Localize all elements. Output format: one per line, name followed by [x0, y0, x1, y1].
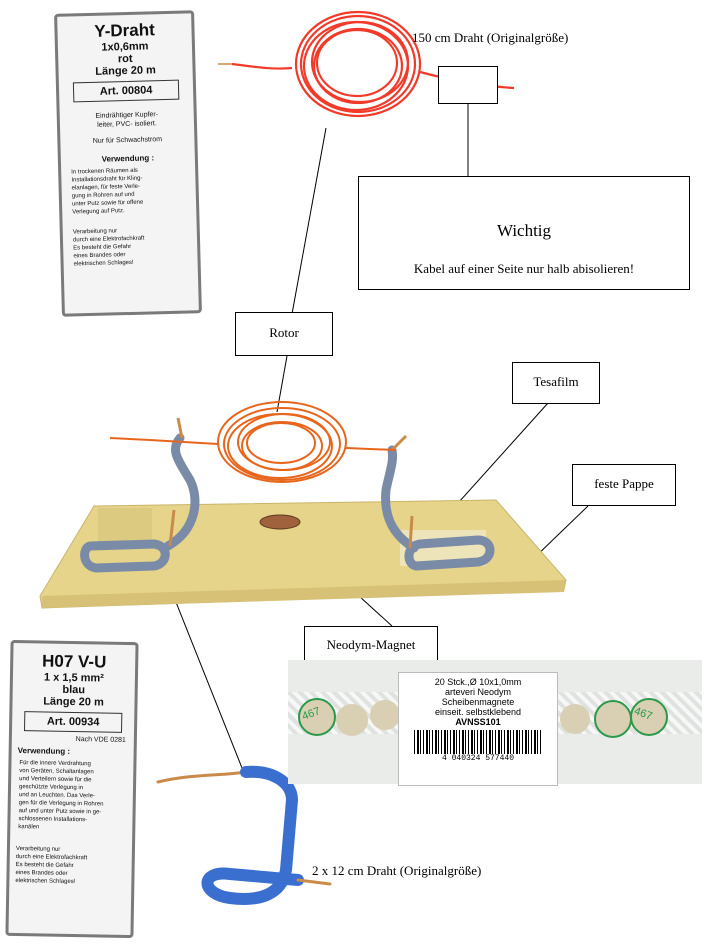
rotor-label-box: Rotor: [235, 312, 333, 356]
wichtig-box: Wichtig Kabel auf einer Seite nur halb a…: [358, 176, 690, 290]
small-highlight-box: [438, 66, 498, 104]
rotor-coil: [109, 401, 397, 483]
blue-short-wire: [156, 765, 332, 905]
magnet-label-box: Neodym-Magnet: [304, 626, 438, 666]
right-support-pin: [408, 515, 414, 549]
tesafilm-label-box: Tesafilm: [512, 362, 600, 404]
cardboard-label: feste Pappe: [594, 476, 654, 491]
left-wire-support: [80, 433, 200, 573]
magnet-pack: 467 467 20 Stck.,Ø 10x1,0mm arteveri Neo…: [288, 660, 702, 786]
wichtig-note: Kabel auf einer Seite nur halb abisolier…: [413, 261, 635, 276]
magnet-disc: [560, 704, 590, 734]
rotor-label: Rotor: [269, 325, 299, 340]
magnet-disc: [370, 700, 400, 730]
magnet-disc: [630, 698, 668, 736]
leader-rotor-to-coil: [291, 127, 327, 315]
left-support-bare-end: [176, 417, 184, 439]
leader-rotor-down: [276, 355, 288, 413]
magnet-disc: [336, 704, 368, 736]
label-12cm-wire: 2 x 12 cm Draht (Originalgröße): [312, 863, 482, 878]
pack-line-4: einseit. selbstklebend: [434, 707, 522, 717]
pack-line-5: AVNSS101: [455, 717, 501, 727]
right-support-bare-end: [390, 434, 408, 452]
magnet-label: Neodym-Magnet: [326, 637, 416, 652]
barcode: [414, 730, 542, 754]
tesafilm-label: Tesafilm: [533, 374, 579, 389]
left-support-pin: [168, 509, 176, 547]
cardboard-label-box: feste Pappe: [572, 464, 676, 506]
cardboard-edge: [42, 580, 566, 608]
pack-line-3: Scheibenmagnete: [441, 697, 515, 707]
wichtig-heading: Wichtig: [496, 221, 552, 240]
magnet-disc: [594, 700, 632, 738]
pack-line-1: 20 Stck.,Ø 10x1,0mm: [434, 677, 522, 687]
magnet-disc: [298, 698, 336, 736]
pack-line-2: arteveri Neodym: [444, 687, 512, 697]
leader-cardboard: [531, 505, 589, 561]
barcode-number: 4 040324 577440: [441, 754, 514, 763]
label-150cm-wire: 150 cm Draht (Originalgröße): [412, 30, 569, 45]
right-wire-support: [381, 445, 495, 571]
magnet-pack-label: 20 Stck.,Ø 10x1,0mm arteveri Neodym Sche…: [398, 672, 558, 786]
red-wire-coil: [231, 10, 515, 118]
neodym-magnet-disc: [259, 514, 301, 530]
